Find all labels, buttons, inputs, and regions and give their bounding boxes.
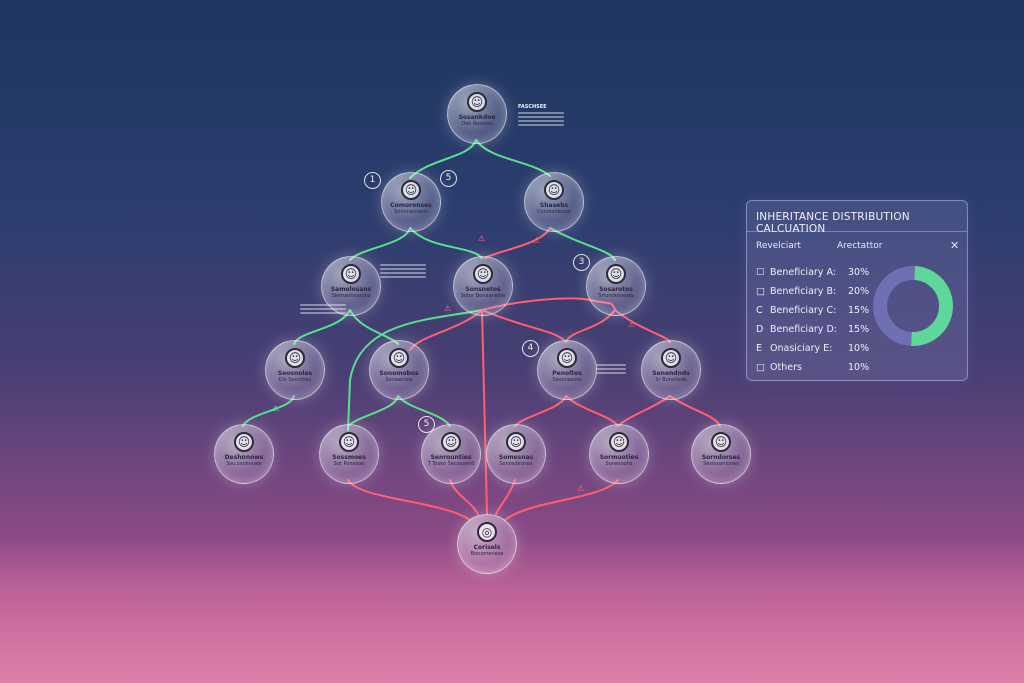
warning-icon: ⚠: [272, 404, 280, 413]
person-icon: ☺: [389, 348, 409, 368]
node-annotation: [380, 262, 426, 280]
beneficiary-share: 20%: [848, 286, 870, 297]
donut-segment-2: [873, 266, 915, 346]
warning-icon: ⚠: [444, 304, 452, 313]
beneficiary-row: C Beneficiary C: 15%: [756, 305, 869, 316]
column-header-allocation: Arectattor: [837, 241, 883, 251]
divider: [747, 231, 967, 232]
person-icon: ☺: [234, 432, 254, 452]
beneficiary-name: Beneficiary B:: [770, 286, 837, 297]
person-icon: ☺: [506, 432, 526, 452]
beneficiary-share: 10%: [848, 343, 870, 354]
beneficiary-name: Beneficiary C:: [770, 305, 837, 316]
person-icon: ☺: [285, 348, 305, 368]
person-icon: ☺: [467, 92, 487, 112]
warning-icon: ⚠: [533, 236, 541, 245]
node-annotation: FASCHSEE: [518, 104, 564, 128]
beneficiary-share: 30%: [848, 267, 870, 278]
step-badge: 1: [364, 172, 381, 189]
row-marker: C: [756, 305, 763, 316]
distribution-donut-chart: [873, 266, 953, 346]
person-icon: ☺: [544, 180, 564, 200]
row-marker: ☐: [756, 267, 765, 278]
row-marker: □: [756, 286, 765, 297]
person-icon: ☺: [609, 432, 629, 452]
person-icon: ☺: [473, 264, 493, 284]
step-badge: 3: [573, 254, 590, 271]
column-header-beneficiary: Revelciart: [756, 241, 801, 251]
beneficiary-share: 15%: [848, 324, 870, 335]
warning-icon: ⚠: [478, 234, 486, 243]
person-icon: ☺: [711, 432, 731, 452]
beneficiary-name: Onasiciary E:: [770, 343, 833, 354]
person-icon: ☺: [557, 348, 577, 368]
beneficiary-share: 10%: [848, 362, 870, 373]
step-badge: 5: [418, 416, 435, 433]
person-icon: ☺: [606, 264, 626, 284]
row-marker: D: [756, 324, 764, 335]
beneficiary-row: □ Others 10%: [756, 362, 869, 373]
distribution-panel: INHERITANCE DISTRIBUTION CALCUATION Reve…: [746, 200, 968, 381]
person-icon: ☺: [441, 432, 461, 452]
person-icon: ☺: [401, 180, 421, 200]
beneficiary-row: E Onasiciary E: 10%: [756, 343, 869, 354]
panel-title: INHERITANCE DISTRIBUTION CALCUATION: [756, 211, 910, 235]
person-icon: ☺: [341, 264, 361, 284]
person-icon: ☺: [339, 432, 359, 452]
warning-icon: ⚠: [628, 320, 636, 329]
donut-segment-1: [911, 266, 953, 346]
beneficiary-row: ☐ Beneficiary A: 30%: [756, 267, 869, 278]
asset-icon: ◎: [477, 522, 497, 542]
person-icon: ☺: [661, 348, 681, 368]
beneficiary-row: D Beneficiary D: 15%: [756, 324, 869, 335]
node-annotation: [596, 362, 626, 376]
beneficiary-name: Others: [770, 362, 802, 373]
row-marker: E: [756, 343, 763, 354]
node-annotation: [300, 302, 346, 316]
beneficiary-share: 15%: [848, 305, 870, 316]
beneficiary-name: Beneficiary D:: [770, 324, 837, 335]
row-marker: □: [756, 362, 765, 373]
beneficiary-name: Beneficiary A:: [770, 267, 836, 278]
background-floor-glow: [0, 540, 1024, 683]
warning-icon: ⚠: [577, 484, 585, 493]
step-badge: 4: [522, 340, 539, 357]
beneficiary-row: □ Beneficiary B: 20%: [756, 286, 869, 297]
step-badge: 5: [440, 170, 457, 187]
close-icon[interactable]: ✕: [950, 239, 960, 252]
